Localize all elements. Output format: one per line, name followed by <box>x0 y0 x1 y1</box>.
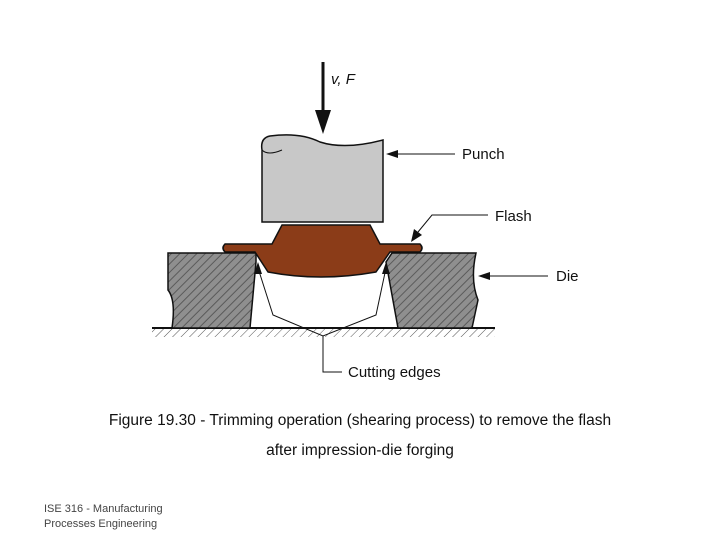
footer-line-1: ISE 316 ‑ Manufacturing <box>44 503 163 515</box>
flash-leader-head <box>411 229 422 242</box>
workpart-flash <box>222 224 423 278</box>
force-arrow-head <box>315 110 331 134</box>
die-label: Die <box>556 268 579 285</box>
die-right <box>385 252 479 329</box>
cutting-edges-leader <box>257 267 387 337</box>
cutting-edges-stem <box>322 336 342 373</box>
cutting-edges-label: Cutting edges <box>348 364 441 381</box>
cutting-edge-left-head <box>254 262 262 274</box>
punch-leader-head <box>386 150 398 158</box>
punch-top-edge <box>261 149 283 154</box>
motion-label: v, F <box>331 71 356 88</box>
punch-label: Punch <box>462 146 505 163</box>
ground-hatch <box>152 329 495 337</box>
die-left <box>167 252 257 329</box>
trimming-diagram: v, F Punch Flash Die Cutting edges <box>152 62 579 381</box>
punch <box>260 134 384 223</box>
cutting-edge-right-head <box>382 262 390 274</box>
flash-label: Flash <box>495 208 532 225</box>
die-leader-head <box>478 272 490 280</box>
figure-caption-line-2: after impression‑die forging <box>266 442 454 459</box>
slide-footer: ISE 316 ‑ Manufacturing Processes Engine… <box>44 502 163 532</box>
footer-line-2: Processes Engineering <box>44 518 158 530</box>
flash-leader <box>417 214 488 233</box>
figure-caption-line-1: Figure 19.30 ‑ Trimming operation (shear… <box>108 412 612 429</box>
